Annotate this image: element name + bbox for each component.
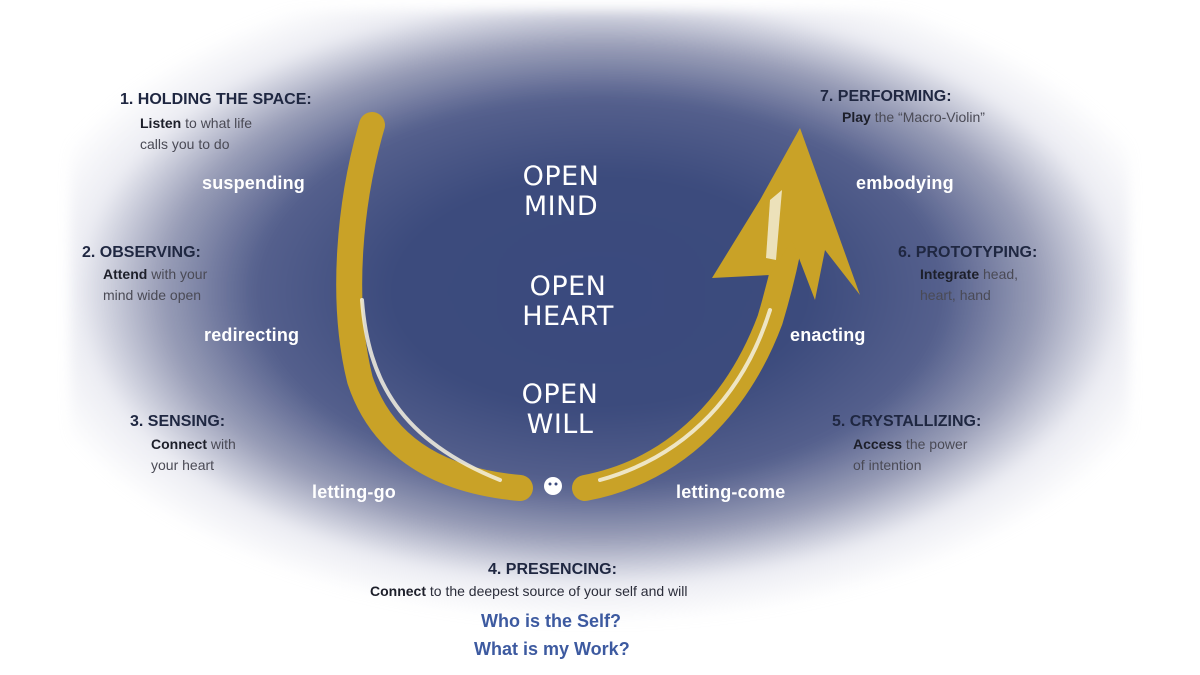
- stage-2-heading: 2. OBSERVING:: [82, 244, 201, 261]
- stage-6-description: Integrate head, heart, hand: [920, 264, 1018, 306]
- u-left-stroke: [336, 112, 533, 501]
- u-arrow-head-highlight: [766, 190, 782, 260]
- label-letting-go: letting-go: [312, 482, 396, 502]
- open-mind-line-2: MIND: [523, 191, 599, 222]
- open-mind-line-1: OPEN: [522, 161, 600, 192]
- stage-2-text-1: with your: [147, 266, 208, 282]
- question-work: What is my Work?: [474, 639, 630, 659]
- stage-7-heading: 7. PERFORMING:: [820, 88, 952, 105]
- label-letting-come: letting-come: [676, 482, 786, 502]
- stage-2-description: Attend with your mind wide open: [103, 264, 207, 306]
- stage-1-verb: Listen: [140, 115, 182, 131]
- stage-5-text-2: of intention: [853, 457, 922, 473]
- stage-4-heading: 4. PRESENCING:: [488, 561, 617, 578]
- stage-6-verb: Integrate: [920, 266, 980, 282]
- u-right-highlight: [598, 308, 772, 482]
- open-heart: OPEN HEART: [508, 272, 628, 332]
- stage-3-text-1: with: [207, 436, 236, 452]
- stage-3-text-2: your heart: [151, 457, 215, 473]
- stage-5-verb: Access: [853, 436, 903, 452]
- stage-4-verb: Connect: [370, 583, 426, 599]
- open-will-line-2: WILL: [526, 409, 594, 440]
- open-will-line-1: OPEN: [521, 379, 599, 410]
- stage-6-heading: 6. PROTOTYPING:: [898, 244, 1038, 261]
- stage-4-text-1: to the deepest source of your self and w…: [426, 583, 688, 599]
- stage-6-text-2: heart, hand: [920, 287, 991, 303]
- stage-1-text-2: calls you to do: [140, 136, 230, 152]
- question-self: Who is the Self?: [481, 611, 622, 631]
- open-heart-line-1: OPEN: [529, 271, 607, 302]
- stage-2-verb: Attend: [103, 266, 148, 282]
- stage-3-heading: 3. SENSING:: [130, 413, 226, 430]
- open-mind: OPEN MIND: [506, 162, 616, 222]
- u-left-highlight: [360, 298, 502, 482]
- stage-1-heading: 1. HOLDING THE SPACE:: [120, 91, 312, 108]
- label-redirecting: redirecting: [204, 325, 300, 345]
- stage-1-description: Listen to what life calls you to do: [140, 113, 252, 155]
- diagram-background: [70, 10, 1130, 650]
- stage-3-description: Connect with your heart: [151, 434, 236, 476]
- stage-4-description: Connect to the deepest source of your se…: [370, 581, 687, 602]
- u-arrow-head: [712, 128, 860, 300]
- stage-5-description: Access the power of intention: [853, 434, 967, 476]
- label-suspending: suspending: [202, 173, 306, 193]
- stage-5-text-1: the power: [902, 436, 968, 452]
- label-embodying: embodying: [856, 173, 954, 193]
- stage-6-text-1: head,: [979, 266, 1019, 282]
- open-will: OPEN WILL: [505, 380, 615, 440]
- stage-2-text-2: mind wide open: [103, 287, 202, 303]
- stage-7-text-1: the “Macro-Violin”: [870, 109, 985, 125]
- stage-5-heading: 5. CRYSTALLIZING:: [832, 413, 982, 430]
- open-heart-line-2: HEART: [522, 301, 614, 332]
- stage-1-text-1: to what life: [181, 115, 253, 131]
- stage-3-verb: Connect: [151, 436, 207, 452]
- stage-7-description: Play the “Macro-Violin”: [842, 107, 985, 128]
- stage-7-verb: Play: [842, 109, 871, 125]
- presencing-point: [544, 477, 562, 495]
- label-enacting: enacting: [790, 325, 866, 345]
